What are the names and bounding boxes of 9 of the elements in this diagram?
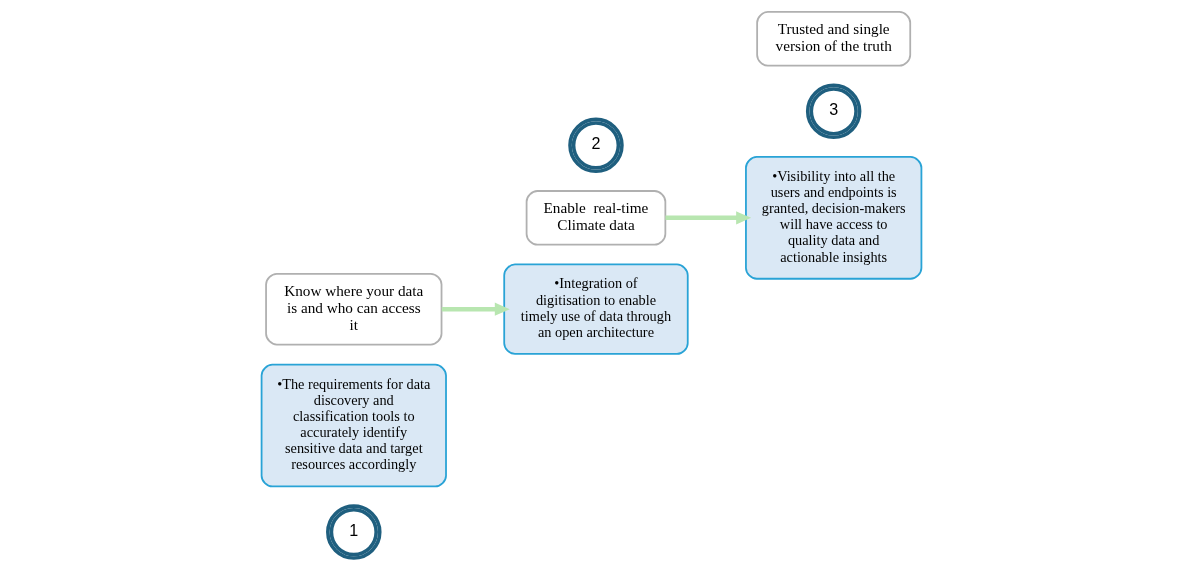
node-box: •Integration of digitisation to enable timely use of data through an open architecture (502, 263, 689, 355)
node-box: •Visibility into all the users and endpoints is granted, decision-makers will have access to quality data and actionable insights (744, 156, 922, 280)
node-box: Know where your data is and who can access it (264, 272, 442, 346)
arrow (441, 302, 510, 316)
arrow (664, 211, 751, 225)
node-box: Enable real-time Climate data (525, 190, 666, 246)
node-box: Trusted and single version of the truth (755, 11, 911, 67)
node-box: •The requirements for data discovery and classification tools to accurately identify sensitive data and target resources accordingly (260, 363, 447, 488)
node-circle: 2 (567, 117, 624, 174)
